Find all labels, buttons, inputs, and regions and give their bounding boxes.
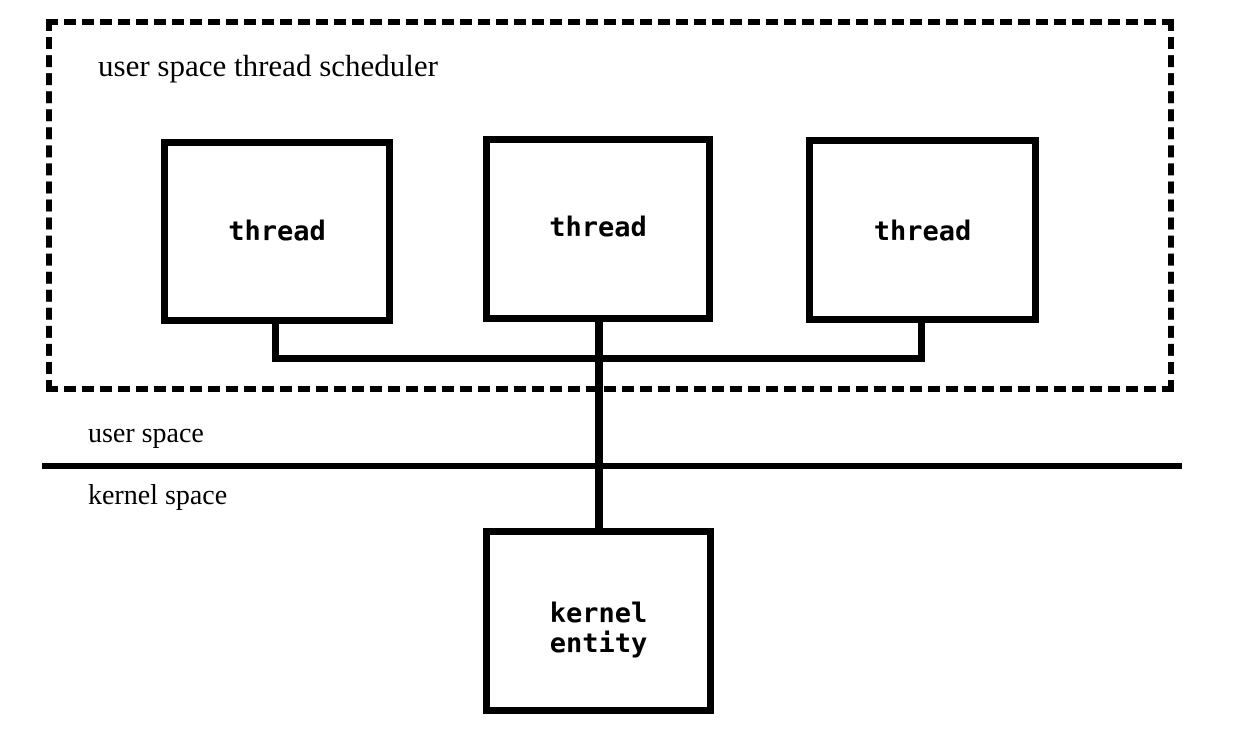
thread-box-1: thread xyxy=(161,139,393,324)
user-kernel-divider xyxy=(42,463,1182,469)
thread-box-2: thread xyxy=(483,136,713,322)
thread-box-3: thread xyxy=(806,137,1039,323)
connector-thread-3-drop xyxy=(918,320,925,362)
user-space-thread-scheduler-region xyxy=(46,19,1174,392)
scheduler-region-label: user space thread scheduler xyxy=(98,48,438,83)
connector-thread-1-drop xyxy=(272,320,279,362)
thread-box-2-label: thread xyxy=(549,211,647,243)
user-space-label: user space xyxy=(88,418,204,449)
kernel-entity-box: kernel entity xyxy=(483,528,714,714)
connector-trunk-to-kernel-entity xyxy=(595,320,603,532)
thread-box-3-label: thread xyxy=(873,215,972,247)
kernel-space-label: kernel space xyxy=(88,480,228,511)
kernel-entity-box-label: kernel entity xyxy=(549,597,648,659)
thread-box-1-label: thread xyxy=(228,216,326,248)
